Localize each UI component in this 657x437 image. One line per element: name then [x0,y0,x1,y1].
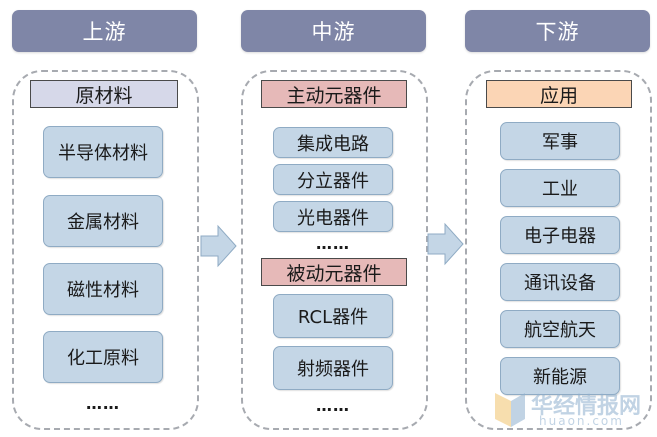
midstream-item: 射频器件 [273,346,393,390]
upstream-item: 化工原料 [43,331,163,383]
midstream-to-downstream-arrow-icon [427,222,464,266]
midstream-group [241,70,428,430]
downstream-item: 新能源 [500,357,620,395]
upstream-item: 磁性材料 [43,263,163,315]
watermark-domain: huaon.com [539,414,624,428]
downstream-item: 电子电器 [500,216,620,254]
downstream-item-label: 军事 [542,132,578,153]
upstream-item: 半导体材料 [43,126,163,178]
downstream-title: 下游 [535,20,580,44]
downstream-item-label: 工业 [542,179,578,200]
midstream-item-label: 分立器件 [297,170,369,192]
downstream-item-label: 航空航天 [524,320,596,341]
passive-components-label: 被动元器件 [261,258,407,286]
passive-components-label-text: 被动元器件 [286,262,382,285]
downstream-group [465,70,652,430]
midstream-item: 集成电路 [273,127,393,158]
midstream-item-label: 射频器件 [297,359,369,380]
upstream-group [12,70,199,430]
watermark: 华经情报网 huaon.com [489,387,649,433]
watermark-name: 华经情报网 [531,394,642,419]
midstream-item: RCL器件 [273,294,393,338]
midstream-title: 中游 [311,20,356,44]
upstream-item-label: 化工原料 [67,348,139,369]
midstream-item: 光电器件 [273,201,393,232]
application-label-text: 应用 [539,84,578,107]
midstream-item-label: 光电器件 [297,207,369,229]
downstream-item-label: 新能源 [533,367,587,388]
downstream-header: 下游 [465,10,650,52]
downstream-item: 工业 [500,169,620,207]
active-ellipsis: …… [316,234,350,253]
upstream-item-label: 半导体材料 [58,143,148,164]
downstream-item: 航空航天 [500,310,620,348]
watermark-logo-icon [495,393,525,427]
downstream-item-label: 电子电器 [524,226,596,247]
raw-material-label-text: 原材料 [75,84,133,107]
upstream-header: 上游 [12,10,197,52]
passive-ellipsis: …… [316,396,350,415]
upstream-ellipsis: …… [86,394,120,413]
upstream-item-label: 金属材料 [67,212,139,233]
upstream-title: 上游 [82,20,127,44]
midstream-item-label: 集成电路 [297,133,369,155]
downstream-item: 军事 [500,122,620,160]
application-label: 应用 [486,80,632,108]
active-components-label-text: 主动元器件 [286,84,382,107]
downstream-item: 通讯设备 [500,263,620,301]
raw-material-label: 原材料 [30,80,178,108]
upstream-to-midstream-arrow-icon [200,224,237,268]
active-components-label: 主动元器件 [261,80,407,108]
upstream-item: 金属材料 [43,195,163,247]
downstream-item-label: 通讯设备 [524,273,596,294]
upstream-item-label: 磁性材料 [67,280,139,301]
midstream-header: 中游 [241,10,426,52]
midstream-item-label: RCL器件 [297,307,369,328]
midstream-item: 分立器件 [273,164,393,195]
